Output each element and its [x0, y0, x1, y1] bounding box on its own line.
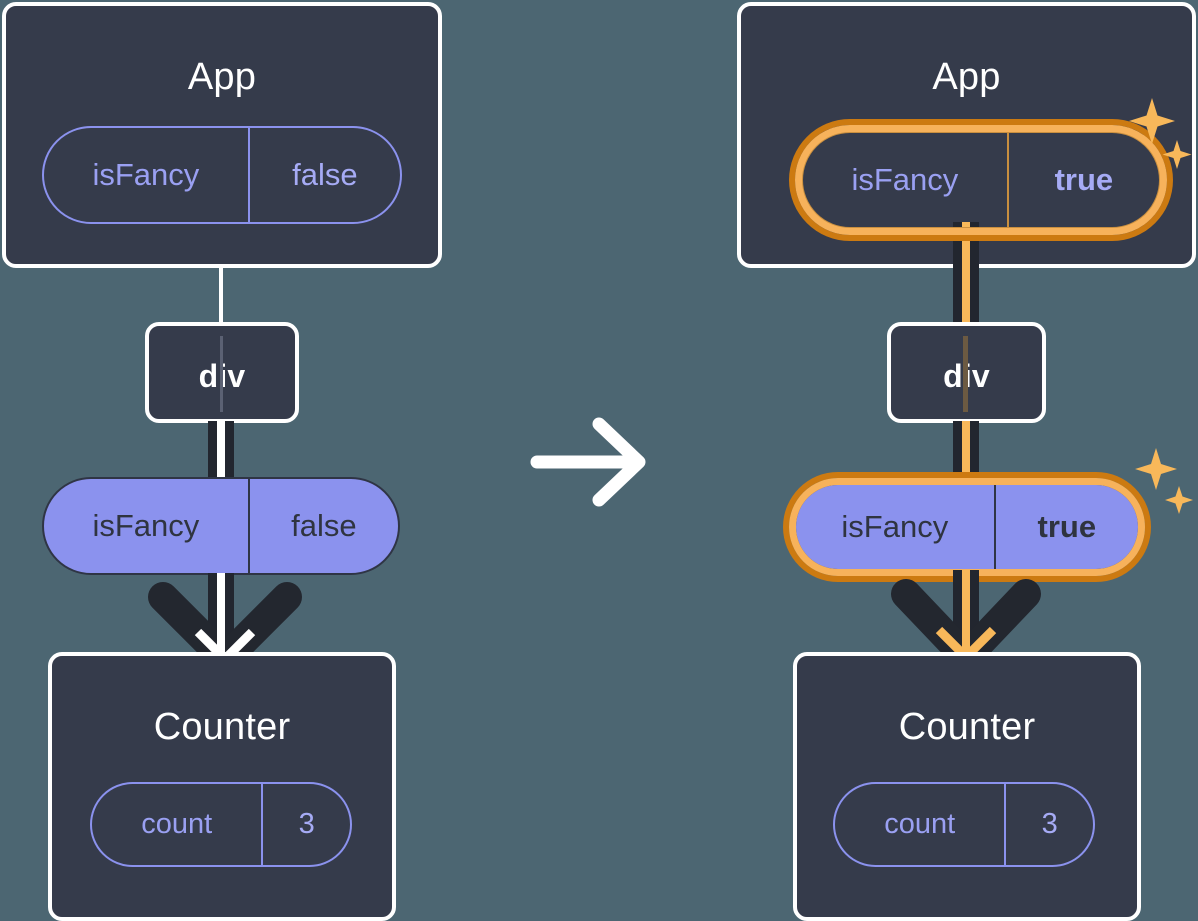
before-counter-title: Counter — [153, 706, 291, 748]
after-app-state-value: true — [1006, 133, 1159, 227]
after-counter-state-pill: count 3 — [833, 782, 1095, 867]
before-counter-state-value: 3 — [261, 784, 350, 865]
before-arrow-stem-core — [217, 573, 225, 655]
after-counter-title: Counter — [898, 706, 1036, 748]
before-app-title: App — [187, 56, 257, 98]
after-prop-sparkles-icon — [1135, 448, 1193, 514]
after-connector-app-div-core — [962, 222, 970, 326]
before-app-state-pill: isFancy false — [42, 126, 402, 224]
after-arrow-stem-core — [962, 570, 970, 656]
transition-arrow-icon — [530, 417, 646, 507]
before-prop-pill: isFancy false — [42, 477, 400, 575]
after-counter-state-key: count — [884, 808, 956, 840]
before-app-state-value: false — [247, 128, 400, 222]
after-counter-state-value: 3 — [1004, 784, 1093, 865]
after-app-sparkles-icon — [1129, 98, 1192, 169]
before-app-state-key: isFancy — [92, 157, 200, 192]
before-counter-state-key: count — [141, 808, 213, 840]
before-prop-key: isFancy — [92, 508, 200, 543]
after-app-state-key: isFancy — [851, 162, 959, 197]
before-connector-div-prop-core — [217, 421, 225, 485]
after-app-title: App — [932, 56, 1001, 98]
after-prop-pill: isFancy true — [794, 483, 1140, 571]
before-connector-app-div — [219, 268, 223, 326]
after-connector-div-prop-core — [962, 421, 970, 485]
after-prop-key: isFancy — [841, 509, 949, 544]
before-prop-value: false — [247, 479, 398, 573]
before-counter-state-pill: count 3 — [90, 782, 352, 867]
after-connector-through-div — [963, 336, 968, 412]
after-prop-value: true — [993, 485, 1138, 569]
before-connector-through-div — [220, 336, 223, 412]
after-app-state-pill: isFancy true — [801, 131, 1161, 229]
